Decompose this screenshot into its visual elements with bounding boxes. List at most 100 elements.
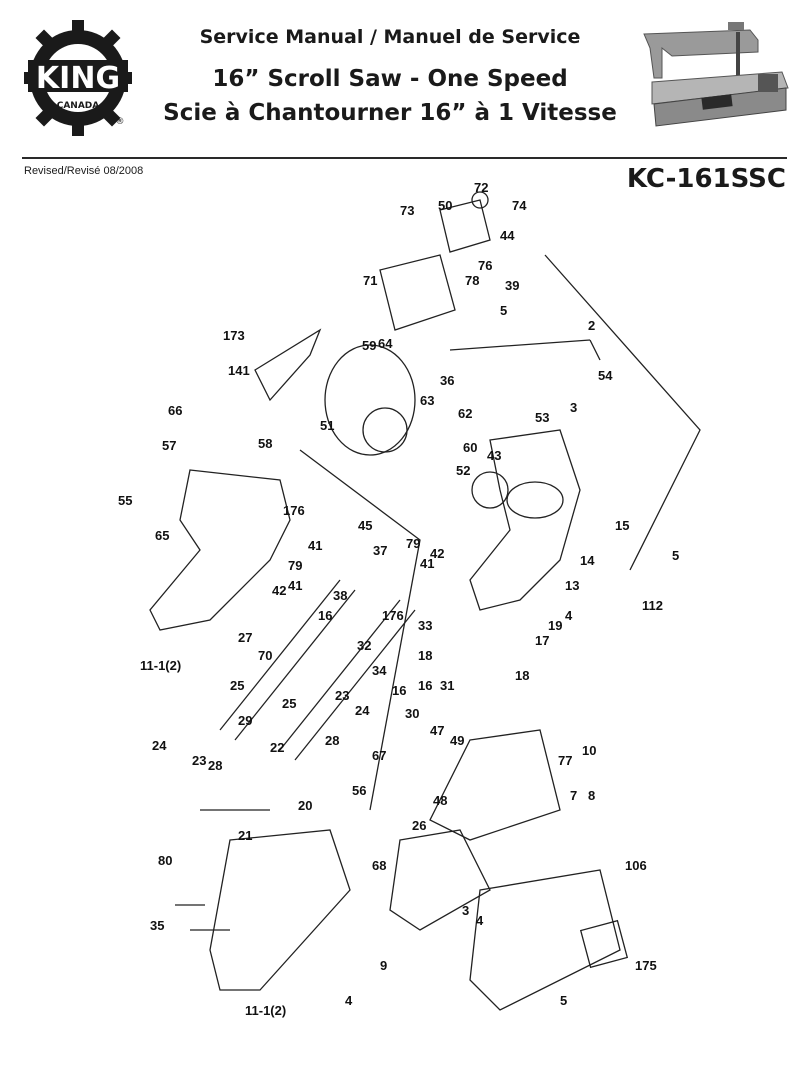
part-label: 14: [580, 553, 595, 568]
part-label: 48: [433, 793, 447, 808]
part-label: 141: [228, 363, 250, 378]
part-label: 4: [565, 608, 573, 623]
part-label: 64: [378, 336, 393, 351]
part-label: 106: [625, 858, 647, 873]
part-label: 24: [355, 703, 370, 718]
rubber-foot: [579, 919, 629, 969]
scroll-saw-photo: [632, 18, 792, 130]
motor-pulley: [362, 407, 408, 453]
part-label: 23: [192, 753, 206, 768]
upper-arm: [219, 579, 341, 731]
part-label: 23: [335, 688, 349, 703]
part-label: 53: [535, 410, 549, 425]
part-label: 62: [458, 406, 472, 421]
part-label: 58: [258, 436, 272, 451]
part-label: 47: [430, 723, 444, 738]
part-label: 31: [440, 678, 454, 693]
part-label: 36: [440, 373, 454, 388]
page-header: KING CANADA ® Service Manual / Manuel de…: [0, 0, 808, 194]
part-label: 30: [405, 706, 419, 721]
part-label: 5: [672, 548, 679, 563]
part-label: 34: [372, 663, 387, 678]
part-label: 22: [270, 740, 284, 755]
registered-mark: ®: [116, 117, 125, 127]
part-label: 63: [420, 393, 434, 408]
part-label: 79: [288, 558, 302, 573]
part-label: 42: [272, 583, 286, 598]
service-manual-title: Service Manual / Manuel de Service: [199, 26, 581, 48]
part-label: 38: [333, 588, 347, 603]
part-label: 72: [474, 180, 488, 195]
part-label: 42: [430, 546, 444, 561]
lower-housing: [209, 829, 351, 991]
part-label: 65: [155, 528, 169, 543]
exploded-parts-diagram: 73 50 72 74 44 76 78 71 39 5 2 173 141 5…: [118, 180, 701, 1018]
switch: [471, 191, 489, 209]
part-label: 176: [283, 503, 305, 518]
part-label: 37: [373, 543, 387, 558]
part-label: 173: [223, 328, 245, 343]
part-label: 79: [406, 536, 420, 551]
part-label: 2: [588, 318, 595, 333]
model-number: KC-161SSC: [626, 164, 786, 194]
part-label: 28: [325, 733, 339, 748]
part-label: 51: [320, 418, 334, 433]
part-label: 13: [565, 578, 579, 593]
base-plate: [429, 729, 561, 841]
part-label: 41: [288, 578, 302, 593]
table-insert: [506, 481, 564, 519]
part-label: 55: [118, 493, 132, 508]
king-canada-logo: KING CANADA ®: [24, 20, 132, 136]
part-label: 8: [588, 788, 595, 803]
product-title-fr: Scie à Chantourner 16” à 1 Vitesse: [163, 100, 617, 126]
part-label: 50: [438, 198, 452, 213]
part-label: 25: [230, 678, 244, 693]
part-label: 24: [152, 738, 167, 753]
part-label: 18: [418, 648, 432, 663]
part-label: 52: [456, 463, 470, 478]
part-label: 43: [487, 448, 501, 463]
part-label: 44: [500, 228, 515, 243]
motor-bracket: [389, 829, 491, 931]
part-label: 19: [548, 618, 562, 633]
part-label: 68: [372, 858, 386, 873]
part-label: 77: [558, 753, 572, 768]
part-label: 74: [512, 198, 527, 213]
part-label: 3: [570, 400, 577, 415]
switch-plate: [439, 199, 491, 253]
header-rule: [22, 157, 787, 159]
part-label: 25: [282, 696, 296, 711]
part-label: 57: [162, 438, 176, 453]
upper-arm-cover: [149, 469, 291, 631]
part-label: 29: [238, 713, 252, 728]
part-label: 16: [418, 678, 432, 693]
tilt-scale: [471, 471, 509, 509]
part-label: 80: [158, 853, 172, 868]
part-label: 176: [382, 608, 404, 623]
part-label: 3: [462, 903, 469, 918]
part-label: 27: [238, 630, 252, 645]
part-label: 66: [168, 403, 182, 418]
blade-guard: [254, 328, 322, 402]
lower-arm: [279, 599, 401, 751]
part-label: 56: [352, 783, 366, 798]
part-label: 39: [505, 278, 519, 293]
part-label: 76: [478, 258, 492, 273]
part-label: 41: [420, 556, 434, 571]
motor: [324, 344, 416, 456]
product-title-en: 16” Scroll Saw - One Speed: [212, 66, 568, 92]
part-label: 4: [476, 913, 484, 928]
part-label: 49: [450, 733, 464, 748]
part-label: 70: [258, 648, 272, 663]
motor-cover: [379, 254, 456, 331]
part-callouts: 73 50 72 74 44 76 78 71 39 5 2 173 141 5…: [118, 180, 679, 1018]
part-label: 10: [582, 743, 596, 758]
part-label: 54: [598, 368, 613, 383]
part-label: 73: [400, 203, 414, 218]
revision-date: Revised/Revisé 08/2008: [24, 165, 144, 177]
part-label: 35: [150, 918, 164, 933]
part-label: 16: [392, 683, 406, 698]
part-label: 4: [345, 993, 353, 1008]
part-label: 5: [560, 993, 567, 1008]
brand-text: KING: [36, 61, 120, 96]
